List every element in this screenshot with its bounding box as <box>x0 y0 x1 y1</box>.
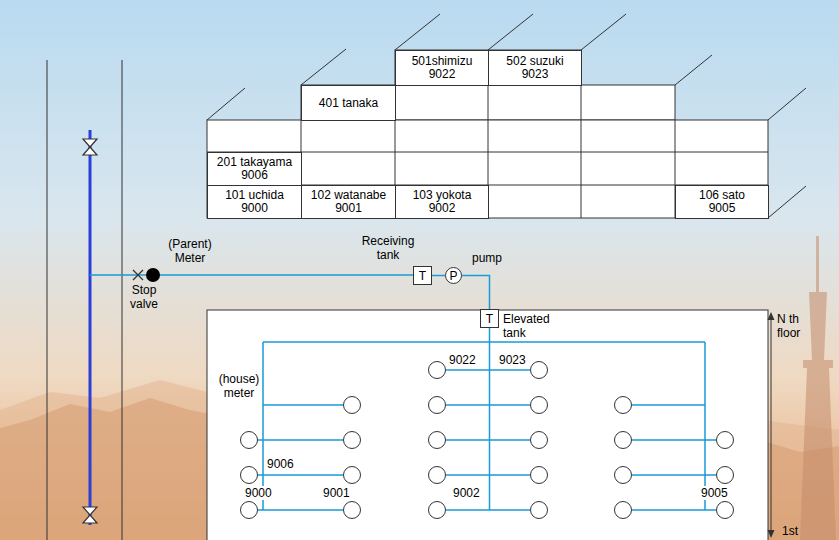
equipment-label: pump <box>472 251 512 265</box>
meter-number: 9005 <box>709 202 736 215</box>
meter-number: 9001 <box>335 202 362 215</box>
symbol-letter: T <box>486 313 493 325</box>
tower-base <box>800 368 836 540</box>
valve-label: Stop valve <box>126 283 162 311</box>
equipment-label: Receiving tank <box>357 234 419 262</box>
house-meter <box>429 502 446 519</box>
building-perspective <box>207 14 806 218</box>
house-meter <box>717 502 734 519</box>
house-meter <box>531 362 548 379</box>
water-pipe <box>462 276 490 310</box>
meter-number: 9022 <box>448 353 477 367</box>
meter-number: 9005 <box>700 486 729 500</box>
supply-pipes <box>258 327 716 510</box>
symbol-letter: P <box>449 270 457 282</box>
apartment-unit: 501shimizu9022 <box>395 50 489 86</box>
meter-number: 9002 <box>429 202 456 215</box>
meter-label: (house) meter <box>216 372 262 400</box>
floor-label: 1st <box>782 524 798 538</box>
main-valve <box>83 507 97 523</box>
meter-label: (Parent) Meter <box>162 237 218 265</box>
house-meter <box>531 432 548 449</box>
perspective-lines <box>207 14 806 218</box>
meter-number: 9000 <box>244 486 273 500</box>
pump-symbol: pumpP <box>445 267 462 284</box>
meter-number: 9002 <box>452 486 481 500</box>
unit-name: 401 tanaka <box>319 97 378 110</box>
tower-deck <box>803 360 833 368</box>
house-meter <box>615 432 632 449</box>
house-meter <box>531 467 548 484</box>
house-meter <box>241 502 258 519</box>
main-valve <box>83 139 97 155</box>
apartment-unit: 106 sato9005 <box>675 185 769 219</box>
house-meter <box>717 467 734 484</box>
arrow-head <box>768 312 775 320</box>
meter-number: 9022 <box>429 68 456 81</box>
equipment-label: Elevated tank <box>503 312 559 340</box>
water-pipe <box>432 275 445 277</box>
apartment-unit: 502 suzuki9023 <box>488 50 582 86</box>
house-meter <box>241 432 258 449</box>
house-meter <box>531 502 548 519</box>
house-meter <box>241 467 258 484</box>
house-meter <box>344 397 361 414</box>
unit-name: 502 suzuki <box>506 55 563 68</box>
meter-number: 9006 <box>266 457 295 471</box>
unit-name: 201 takayama <box>217 156 292 169</box>
apartment-unit: 401 tanaka <box>301 85 396 121</box>
house-meter <box>429 362 446 379</box>
tower-silhouette <box>800 236 836 540</box>
parent-meter-symbol <box>146 268 160 282</box>
house-meter <box>344 467 361 484</box>
unit-name: 106 sato <box>699 189 745 202</box>
house-meter <box>615 397 632 414</box>
tower-upper <box>809 292 827 360</box>
apartment-unit: 201 takayama9006 <box>207 152 302 186</box>
house-meter <box>429 432 446 449</box>
water-main <box>89 130 92 525</box>
unit-name: 102 watanabe <box>311 189 386 202</box>
house-meter <box>344 502 361 519</box>
tank-symbol: Receiving tankT <box>413 266 432 285</box>
house-meter <box>429 397 446 414</box>
grid-lines <box>207 50 768 218</box>
house-meters <box>241 362 734 519</box>
tank-symbol: Elevated tankT <box>480 309 499 328</box>
tower-spire <box>816 236 819 292</box>
stop-valve-symbol <box>133 270 143 280</box>
house-meter <box>429 467 446 484</box>
floor-label: N th floor <box>777 312 811 340</box>
house-meter <box>344 432 361 449</box>
meter-number: 9023 <box>498 353 527 367</box>
apartment-unit: 101 uchida9000 <box>207 185 302 219</box>
house-meter <box>615 467 632 484</box>
unit-name: 501shimizu <box>412 55 473 68</box>
house-meter <box>717 432 734 449</box>
unit-name: 101 uchida <box>225 189 284 202</box>
road-lines <box>47 60 122 540</box>
meter-number: 9000 <box>241 202 268 215</box>
meter-number: 9006 <box>241 169 268 182</box>
apartment-unit: 103 yokota9002 <box>395 185 489 219</box>
meter-number: 9001 <box>322 486 351 500</box>
floor-5 <box>395 50 581 85</box>
apartment-unit: 102 watanabe9001 <box>301 185 396 219</box>
building-grid <box>207 50 768 218</box>
unit-name: 103 yokota <box>413 189 472 202</box>
building-section <box>207 310 768 540</box>
arrow-head <box>768 530 775 538</box>
house-meter <box>531 397 548 414</box>
meter-number: 9023 <box>522 68 549 81</box>
symbol-letter: T <box>419 270 426 282</box>
floor-span-line <box>771 318 772 532</box>
house-meter <box>615 502 632 519</box>
